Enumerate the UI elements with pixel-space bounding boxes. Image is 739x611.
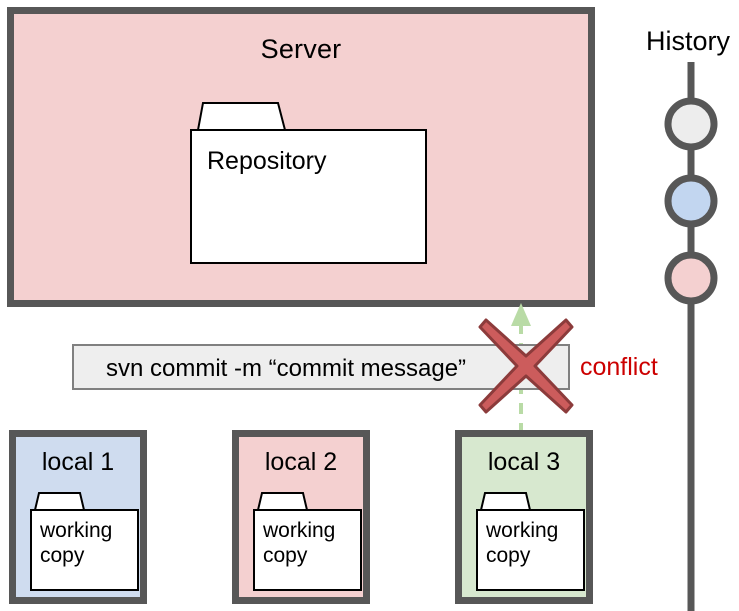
svn-commit-command-text: svn commit -m “commit message”	[106, 355, 467, 382]
working-copy-label-2: working copy	[263, 519, 336, 567]
svn-commit-command-bar[interactable]: svn commit -m “commit message”	[72, 344, 570, 390]
history-commit-node-3	[664, 251, 718, 305]
local-title-3: local 3	[487, 448, 561, 476]
working-copy-label-1: working copy	[40, 519, 113, 567]
history-commit-node-2	[664, 174, 718, 228]
local-box-3: local 3 working copy	[455, 430, 593, 604]
history-commit-node-1	[664, 97, 718, 151]
repository-folder-label: Repository	[207, 147, 327, 175]
server-container: Server Repository	[7, 7, 595, 307]
history-timeline	[664, 62, 718, 611]
local-box-2: local 2 working copy	[232, 430, 370, 604]
server-title: Server	[260, 34, 342, 64]
working-copy-folder-icon-1: working copy	[30, 491, 140, 591]
local-title-2: local 2	[264, 448, 338, 476]
conflict-label: conflict	[580, 353, 658, 381]
local-title-1: local 1	[41, 448, 115, 476]
working-copy-label-3: working copy	[486, 519, 559, 567]
history-title: History	[646, 26, 731, 56]
working-copy-folder-icon-3: working copy	[476, 491, 586, 591]
working-copy-folder-icon-2: working copy	[253, 491, 363, 591]
local-box-1: local 1 working copy	[9, 430, 147, 604]
repository-folder-icon: Repository	[190, 101, 430, 269]
